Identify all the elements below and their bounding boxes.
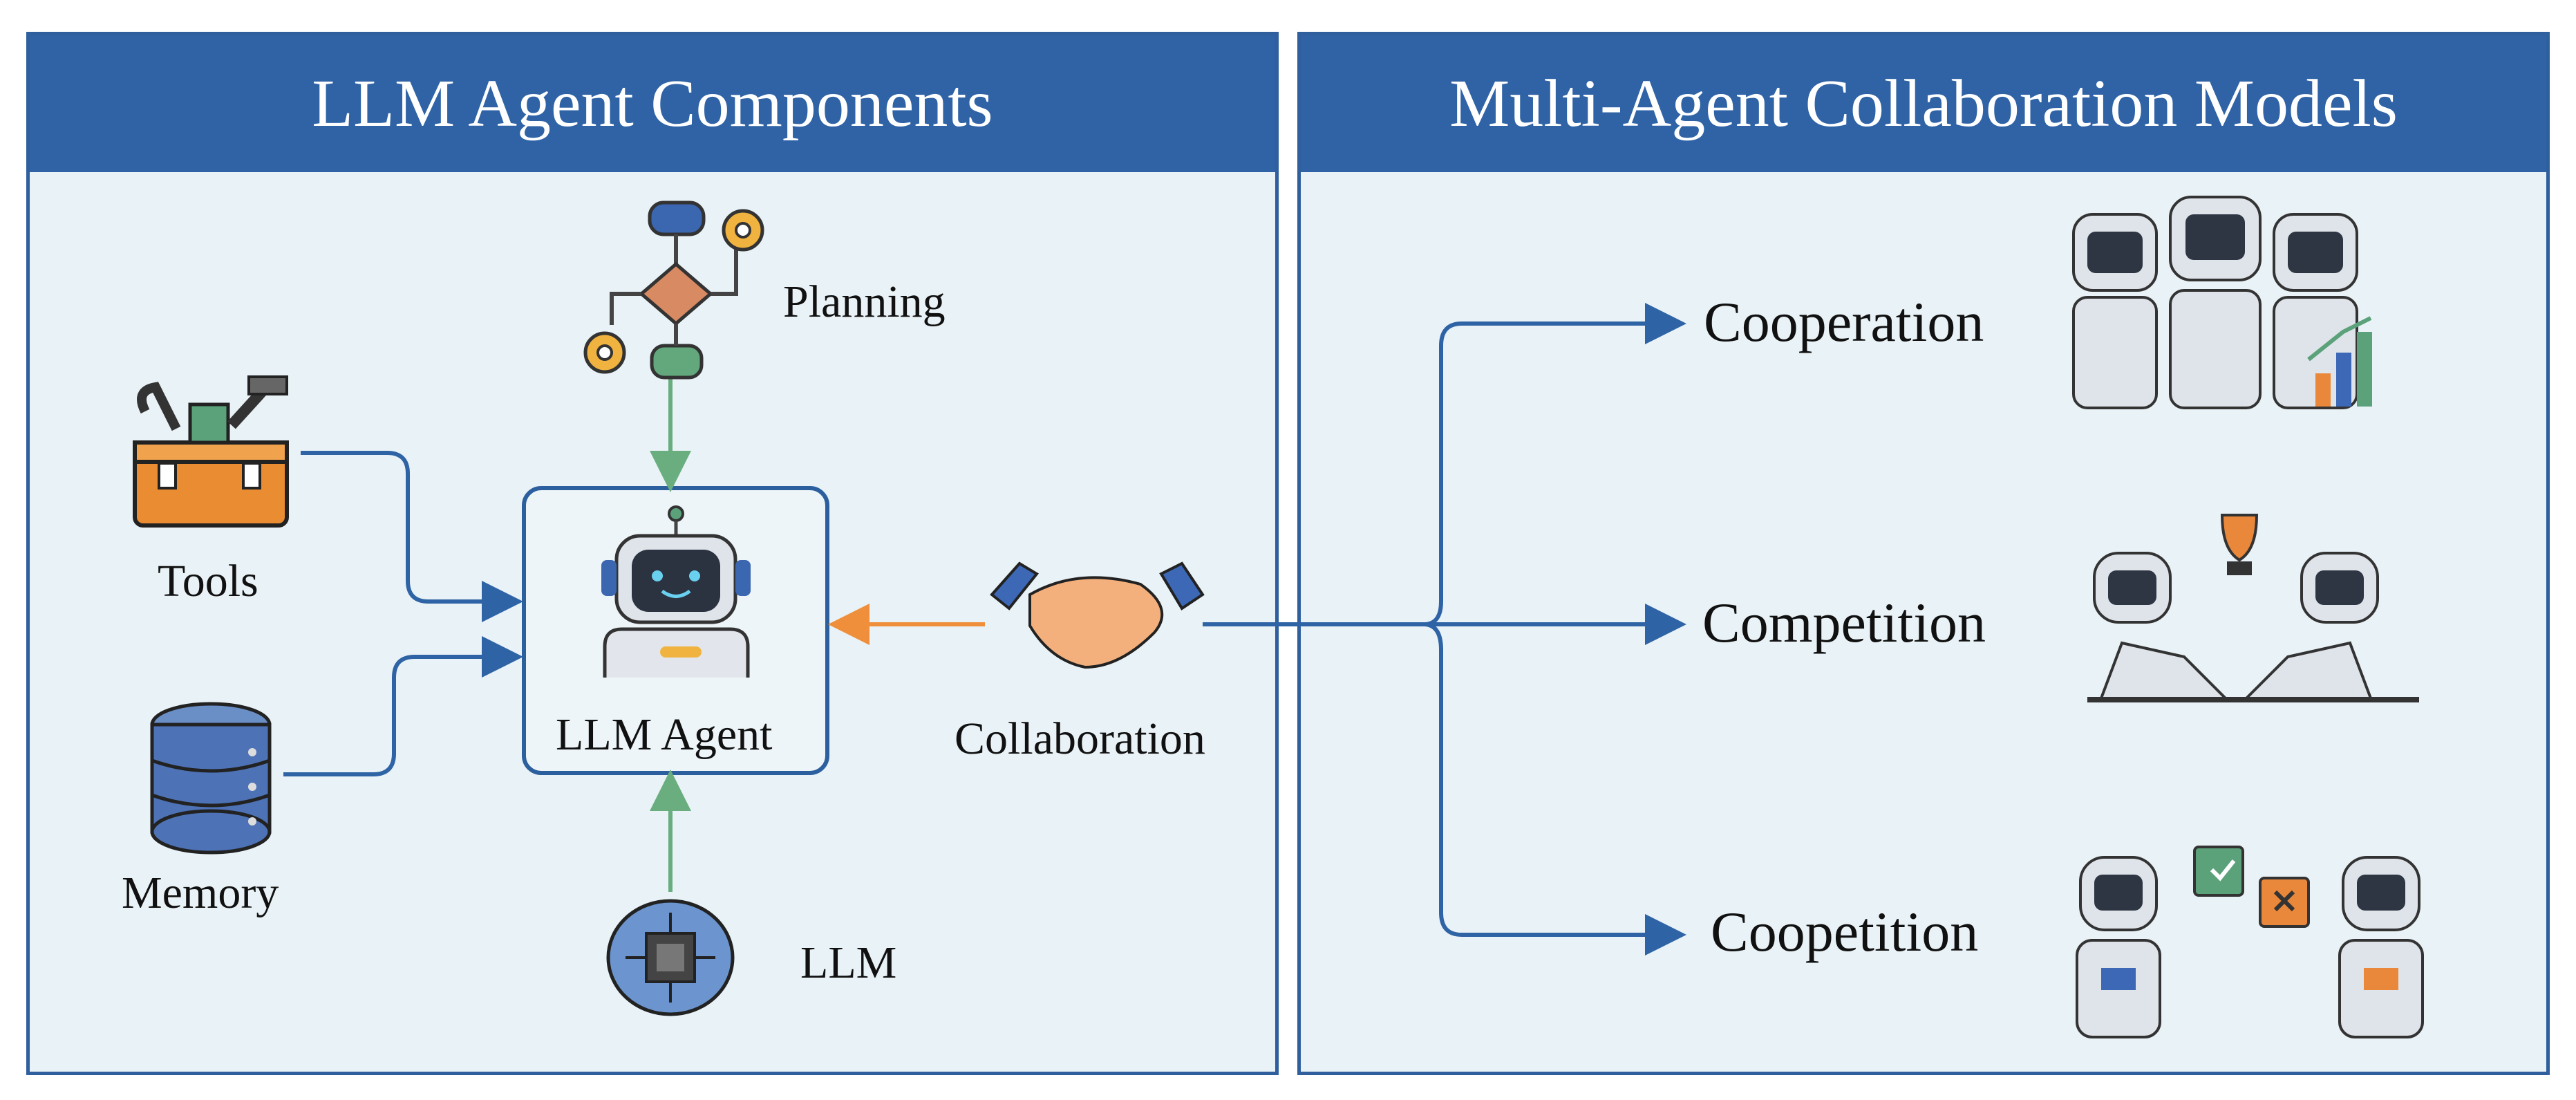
coopetition-arrow xyxy=(1423,622,1686,955)
llm-label: LLM xyxy=(800,938,897,988)
cooperation-robots-icon xyxy=(2072,196,2372,409)
tools-arrow xyxy=(301,451,523,622)
database-icon xyxy=(150,702,272,855)
workflow-icon xyxy=(583,201,764,380)
llm-agent-label: LLM Agent xyxy=(556,709,773,760)
handshake-icon xyxy=(990,561,1205,669)
collaboration-label: Collaboration xyxy=(955,714,1205,764)
right-panel-title: Multi-Agent Collaboration Models xyxy=(1301,35,2546,172)
competition-robots-icon xyxy=(2087,514,2419,702)
cooperation-label: Cooperation xyxy=(1704,290,1984,353)
coopetition-label: Coopetition xyxy=(1711,900,1979,963)
toolbox-icon xyxy=(133,375,289,528)
memory-label: Memory xyxy=(122,868,279,918)
coopetition-robots-icon xyxy=(2076,846,2424,1038)
planning-label: Planning xyxy=(783,277,946,327)
robot-icon xyxy=(601,505,751,678)
brain-chip-icon xyxy=(606,899,735,1016)
cooperation-arrow xyxy=(1423,303,1686,626)
competition-label: Competition xyxy=(1702,591,1986,654)
tools-label: Tools xyxy=(158,556,258,606)
memory-arrow xyxy=(283,636,523,776)
left-panel-title: LLM Agent Components xyxy=(30,35,1275,172)
